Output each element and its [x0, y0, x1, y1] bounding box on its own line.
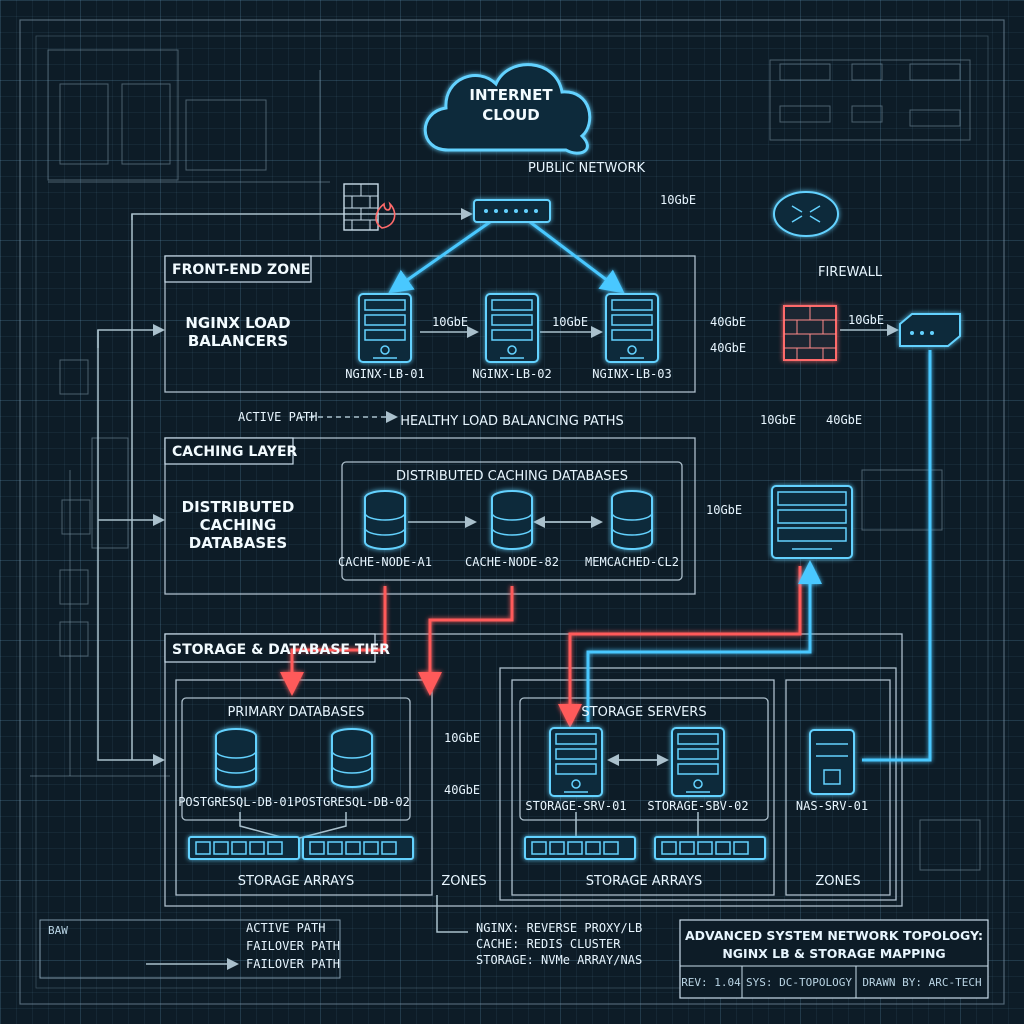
network-appliance-icon: [899, 313, 961, 347]
link-label-10gbe: 10GbE: [660, 193, 696, 207]
active-path-hint: ACTIVE PATH: [238, 410, 317, 424]
notes: NGINX: REVERSE PROXY/LB CACHE: REDIS CLU…: [476, 921, 642, 967]
core-server-icon: [771, 485, 853, 559]
note-line: STORAGE: NVMe ARRAY/NAS: [476, 953, 642, 967]
link-label-10gbe: 10GbE: [444, 731, 480, 745]
node-label-cache-a1: CACHE-NODE-A1: [338, 555, 432, 569]
cache-db-icon: [491, 490, 533, 550]
node-label-nginx-lb-01: NGINX-LB-01: [345, 367, 424, 381]
node-label-nginx-lb-03: NGINX-LB-03: [592, 367, 671, 381]
title-line2: NGINX LB & STORAGE MAPPING: [722, 946, 945, 961]
lb-server-icon: [605, 293, 659, 363]
caching-desc-line2: CACHING: [200, 516, 277, 534]
node-label-nas: NAS-SRV-01: [796, 799, 868, 813]
title-sys: SYS: DC-TOPOLOGY: [746, 976, 852, 989]
nas-server-icon: [809, 729, 855, 795]
storage-tier-zone: [164, 633, 903, 907]
node-label-storage-01: STORAGE-SRV-01: [525, 799, 626, 813]
storage-zones-outer: [499, 667, 897, 901]
storage-server-icon: [549, 727, 603, 797]
core-switch-icon: [473, 199, 551, 223]
legend: BAW ACTIVE PATH FAILOVER PATH FAILOVER P…: [39, 916, 341, 979]
internet-cloud-icon: [423, 63, 592, 155]
node-label-postgres-02: POSTGRESQL-DB-02: [294, 795, 410, 809]
postgres-db-icon: [331, 728, 373, 788]
caching-layer-zone: [164, 437, 696, 595]
legend-tag: BAW: [48, 924, 68, 937]
legend-active: ACTIVE PATH: [246, 921, 325, 935]
link-label-10gbe: 10GbE: [432, 315, 468, 329]
lb-server-icon: [358, 293, 412, 363]
internet-label-line2: CLOUD: [482, 106, 539, 124]
storage-arrays-label: STORAGE ARRAYS: [238, 874, 355, 889]
cache-db-icon: [364, 490, 406, 550]
primary-db-title: PRIMARY DATABASES: [227, 705, 364, 720]
legend-failover-secondary: FAILOVER PATH: [246, 957, 340, 971]
node-label-storage-02: STORAGE-SBV-02: [647, 799, 748, 813]
caching-zone-title: CACHING LAYER: [172, 444, 298, 460]
storage-zone-title: STORAGE & DATABASE TIER: [172, 642, 390, 658]
link-label-40gbe: 40GbE: [710, 341, 746, 355]
zones-label: ZONES: [815, 874, 860, 889]
healthy-paths-label: HEALTHY LOAD BALANCING PATHS: [400, 414, 624, 429]
storage-servers-zone: [511, 679, 775, 896]
caching-desc-line1: DISTRIBUTED: [182, 498, 295, 516]
link-label-40gbe: 40GbE: [826, 413, 862, 427]
firewall-icon: [343, 183, 396, 231]
legend-failover: FAILOVER PATH: [246, 939, 340, 953]
front-end-desc-line2: BALANCERS: [188, 332, 288, 350]
caching-inner-title: DISTRIBUTED CACHING DATABASES: [396, 469, 628, 484]
front-end-desc-line1: NGINX LOAD: [185, 314, 290, 332]
nas-zone: [785, 679, 891, 896]
front-end-zone-title: FRONT-END ZONE: [172, 262, 310, 278]
link-label-10gbe: 10GbE: [760, 413, 796, 427]
title-rev: REV: 1.04: [681, 976, 741, 989]
node-label-nginx-lb-02: NGINX-LB-02: [472, 367, 551, 381]
front-end-zone: [164, 255, 696, 393]
note-line: CACHE: REDIS CLUSTER: [476, 937, 621, 951]
firewall-brick-icon: [783, 305, 837, 361]
storage-array-icon: [302, 836, 414, 860]
storage-servers-title: STORAGE SERVERS: [581, 705, 706, 720]
primary-zone-box: [175, 679, 433, 896]
storage-arrays-label: STORAGE ARRAYS: [586, 874, 703, 889]
router-icon: [773, 191, 839, 237]
lb-server-icon: [485, 293, 539, 363]
storage-array-icon: [524, 836, 636, 860]
zones-label: ZONES: [441, 874, 486, 889]
storage-array-icon: [654, 836, 766, 860]
title-block: ADVANCED SYSTEM NETWORK TOPOLOGY: NGINX …: [679, 919, 989, 999]
link-label-10gbe: 10GbE: [552, 315, 588, 329]
cache-db-icon: [611, 490, 653, 550]
primary-db-box: [181, 697, 411, 821]
postgres-db-icon: [215, 728, 257, 788]
note-line: NGINX: REVERSE PROXY/LB: [476, 921, 642, 935]
title-drawn: DRAWN BY: ARC-TECH: [862, 976, 981, 989]
storage-server-icon: [671, 727, 725, 797]
link-label-10gbe: 10GbE: [706, 503, 742, 517]
public-network-label: PUBLIC NETWORK: [528, 161, 646, 176]
link-label-40gbe: 40GbE: [710, 315, 746, 329]
node-label-cache-82: CACHE-NODE-82: [465, 555, 559, 569]
sketch-notes: [30, 49, 981, 871]
firewall-label: FIREWALL: [818, 265, 883, 280]
title-line1: ADVANCED SYSTEM NETWORK TOPOLOGY:: [685, 928, 983, 943]
link-label-40gbe: 40GbE: [444, 783, 480, 797]
node-label-memcached: MEMCACHED-CL2: [585, 555, 679, 569]
storage-array-icon: [188, 836, 300, 860]
caching-desc-line3: DATABASES: [189, 534, 287, 552]
node-label-postgres-01: POSTGRESQL-DB-01: [178, 795, 294, 809]
internet-label-line1: INTERNET: [469, 86, 553, 104]
link-label-10gbe: 10GbE: [848, 313, 884, 327]
